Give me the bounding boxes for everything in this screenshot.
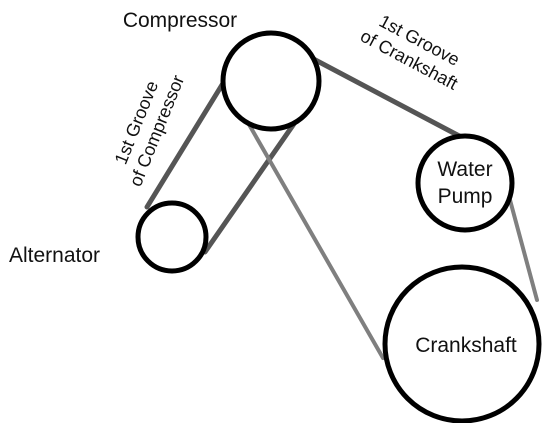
belt-segment: [508, 198, 539, 302]
water-pump-label-line1: Water: [437, 158, 492, 181]
crankshaft-groove-annotation: 1st Groove of Crankshaft: [357, 11, 463, 94]
water-pump-label-line2: Pump: [438, 185, 493, 208]
belt-segment: [144, 77, 228, 210]
crankshaft-pulley: [382, 264, 542, 423]
belt-segment: [202, 115, 301, 255]
belt-segment: [241, 112, 385, 360]
belt-compressor-alternator: [144, 77, 301, 255]
compressor-groove-annotation: 1st Groove of Compressor: [111, 72, 189, 189]
alternator-pulley: [135, 200, 209, 274]
water-pump-pulley: [415, 133, 515, 233]
compressor-pulley: [220, 30, 322, 132]
alternator-label: Alternator: [9, 244, 100, 267]
crankshaft-label: Crankshaft: [415, 334, 517, 357]
compressor-label: Compressor: [123, 9, 237, 32]
